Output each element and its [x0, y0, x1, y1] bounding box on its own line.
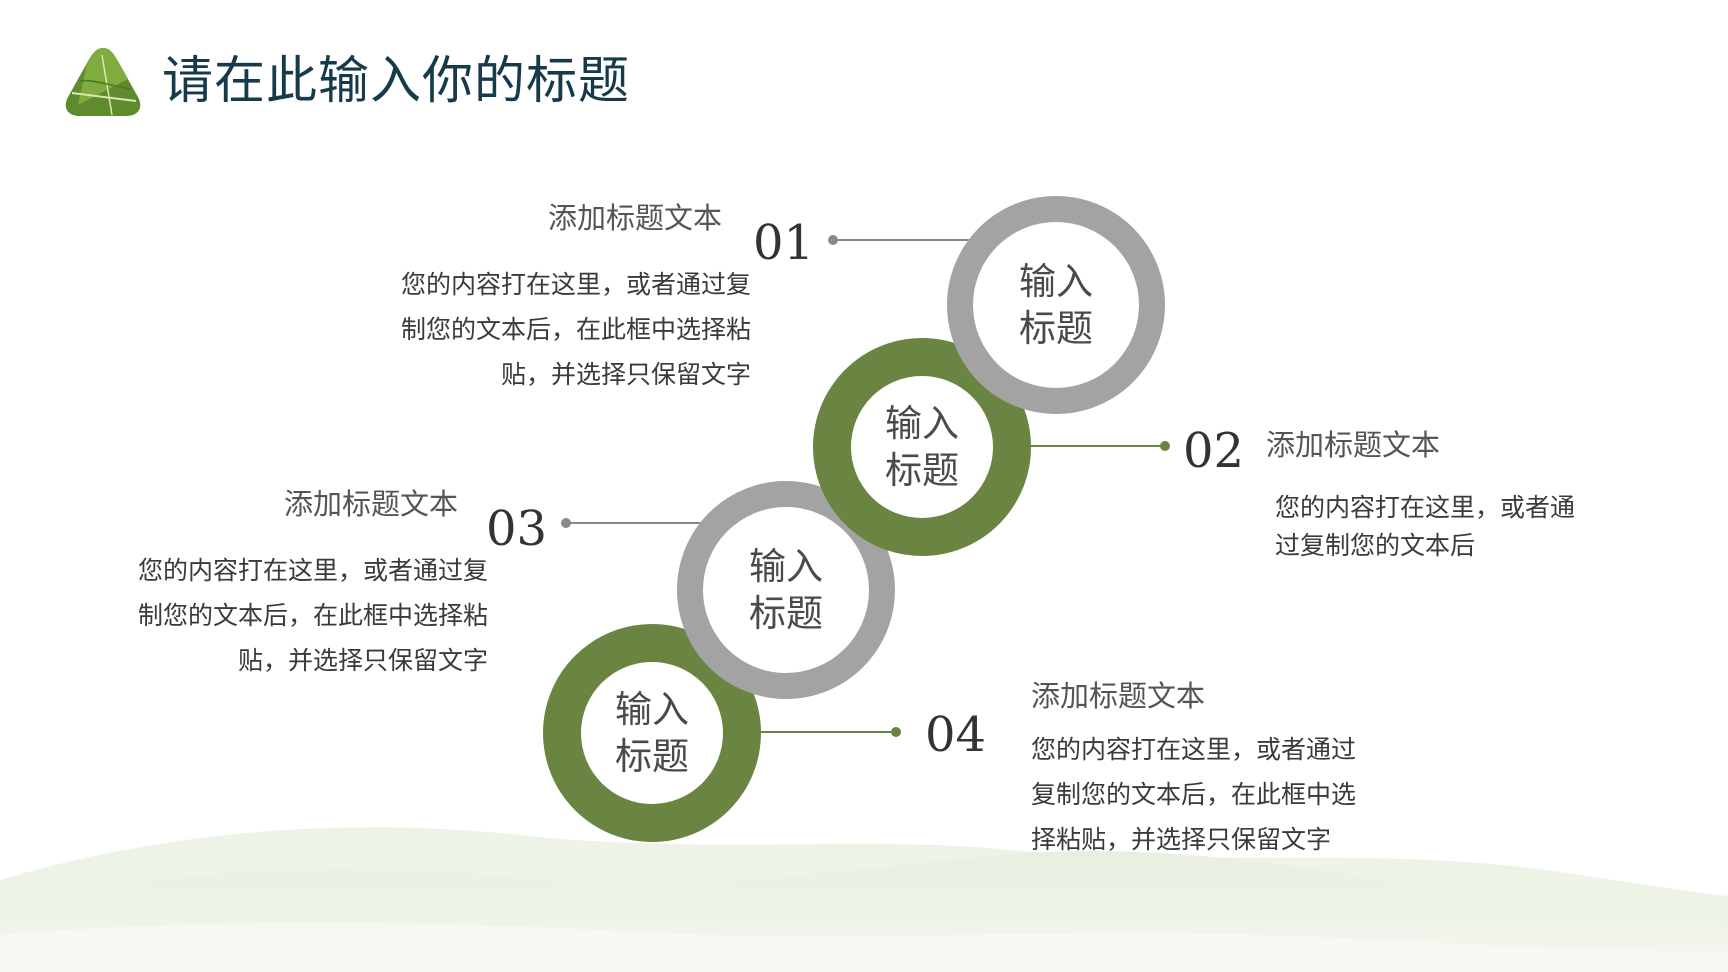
step-1-circle: 输入标题 [947, 196, 1165, 414]
page-title: 请在此输入你的标题 [162, 52, 631, 111]
step-1-body: 您的内容打在这里，或者通过复制您的文本后，在此框中选择粘贴，并选择只保留文字 [400, 270, 751, 389]
step-3-circle-label: 输入标题 [749, 545, 823, 635]
step-3-title: 添加标题文本 [283, 487, 458, 521]
step-4-circle-label: 输入标题 [615, 688, 689, 778]
step-2-title: 添加标题文本 [1266, 428, 1441, 462]
zongzi-icon [65, 48, 141, 116]
step-3-number: 03 [486, 501, 548, 557]
step-1-title: 添加标题文本 [547, 201, 722, 235]
step-4-title: 添加标题文本 [1031, 679, 1206, 713]
step-2-number: 02 [1183, 423, 1245, 479]
step-1-circle-label: 输入标题 [1019, 260, 1093, 350]
step-2-body: 您的内容打在这里，或者通过复制您的文本后 [1275, 493, 1576, 560]
step-4-number: 04 [925, 707, 987, 763]
step-1-number: 01 [753, 215, 815, 271]
step-3-body: 您的内容打在这里，或者通过复制您的文本后，在此框中选择粘贴，并选择只保留文字 [137, 556, 488, 675]
step-4-body: 您的内容打在这里，或者通过复制您的文本后，在此框中选择粘贴，并选择只保留文字 [1031, 735, 1357, 854]
step-2-circle-label: 输入标题 [885, 402, 959, 492]
